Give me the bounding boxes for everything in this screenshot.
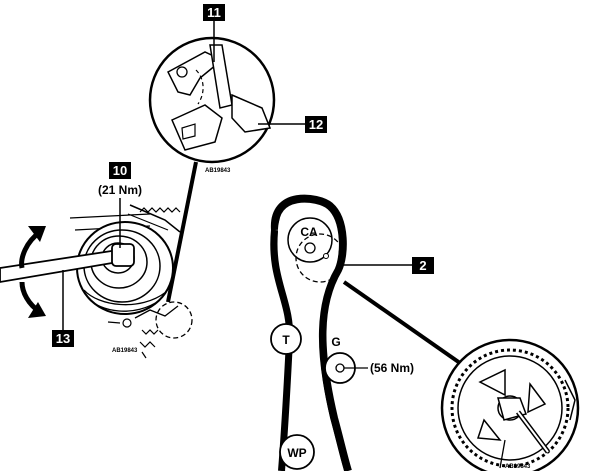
detail-ref-crank: AB19843 [112, 348, 138, 354]
idler-torque: (56 Nm) [370, 361, 414, 375]
pulley-groove-2 [83, 289, 167, 306]
belt-right-run [270, 194, 352, 471]
cam-ref-leader [499, 439, 506, 469]
crank-bolt-torque: (21 Nm) [98, 183, 142, 197]
crank-pointer [107, 321, 121, 324]
callout-12-box [305, 116, 327, 133]
camshaft-label: CA [300, 225, 318, 239]
cam-housing-edge [564, 379, 576, 421]
cam-tool-rod-inner [517, 411, 549, 453]
water-pump-pulley [279, 434, 315, 470]
tool-arm [167, 51, 224, 96]
rotation-arrow-top-icon [28, 226, 46, 242]
callout-11-box [203, 4, 225, 21]
timing-mark-lines [134, 305, 179, 319]
callout-12: 12 [309, 117, 323, 132]
crank-sprocket-teeth [139, 329, 159, 359]
camshaft-mark [323, 253, 329, 259]
callout-11: 11 [207, 5, 221, 20]
water-pump-label: WP [287, 446, 306, 460]
idler-bolt [335, 363, 345, 373]
cam-detail-leader-line [342, 280, 472, 372]
camshaft-pulley [287, 217, 333, 263]
callout-13-box [52, 330, 74, 347]
camshaft-hub [304, 242, 316, 254]
bracket-slot [181, 123, 196, 140]
hidden-edge [195, 69, 204, 105]
callout-10: 10 [113, 163, 127, 178]
idler-label: G [331, 335, 340, 349]
detail-ref-top: AB19843 [205, 168, 231, 174]
crank-sprocket-dashed [155, 301, 193, 339]
detail-ref-cam: AB19843 [505, 464, 531, 470]
camshaft-detail: AB19843 [342, 280, 580, 471]
engine-edge-2 [127, 213, 169, 231]
belt-inner-right [277, 203, 344, 471]
tool-pivot-hole [176, 66, 188, 78]
rotation-arrow-bottom-icon [28, 302, 46, 318]
cam-window-3 [476, 418, 502, 441]
crank-timing-dot [122, 318, 132, 328]
tensioner-pulley [270, 323, 302, 355]
engine-teeth [139, 207, 181, 213]
callout-10-box [109, 162, 131, 179]
pulley-shaft-top [69, 213, 151, 219]
tensioner-label: T [282, 333, 290, 347]
belt-routing: CA T G (56 Nm) WP 2 [270, 194, 434, 471]
crankshaft-assembly: AB19843 10 (21 Nm) 13 [0, 162, 193, 359]
callout-2: 2 [419, 258, 426, 273]
camshaft-dashed-sprocket [295, 233, 345, 283]
locking-tool-detail: 11 12 AB19843 [148, 4, 327, 303]
callout-2-box [412, 257, 434, 274]
wrench-socket [111, 243, 135, 267]
tool-block [231, 93, 272, 133]
cam-window-1 [478, 368, 506, 397]
pulley-groove-1 [87, 297, 161, 312]
cam-window-2 [527, 381, 547, 414]
callout-13: 13 [56, 331, 70, 346]
